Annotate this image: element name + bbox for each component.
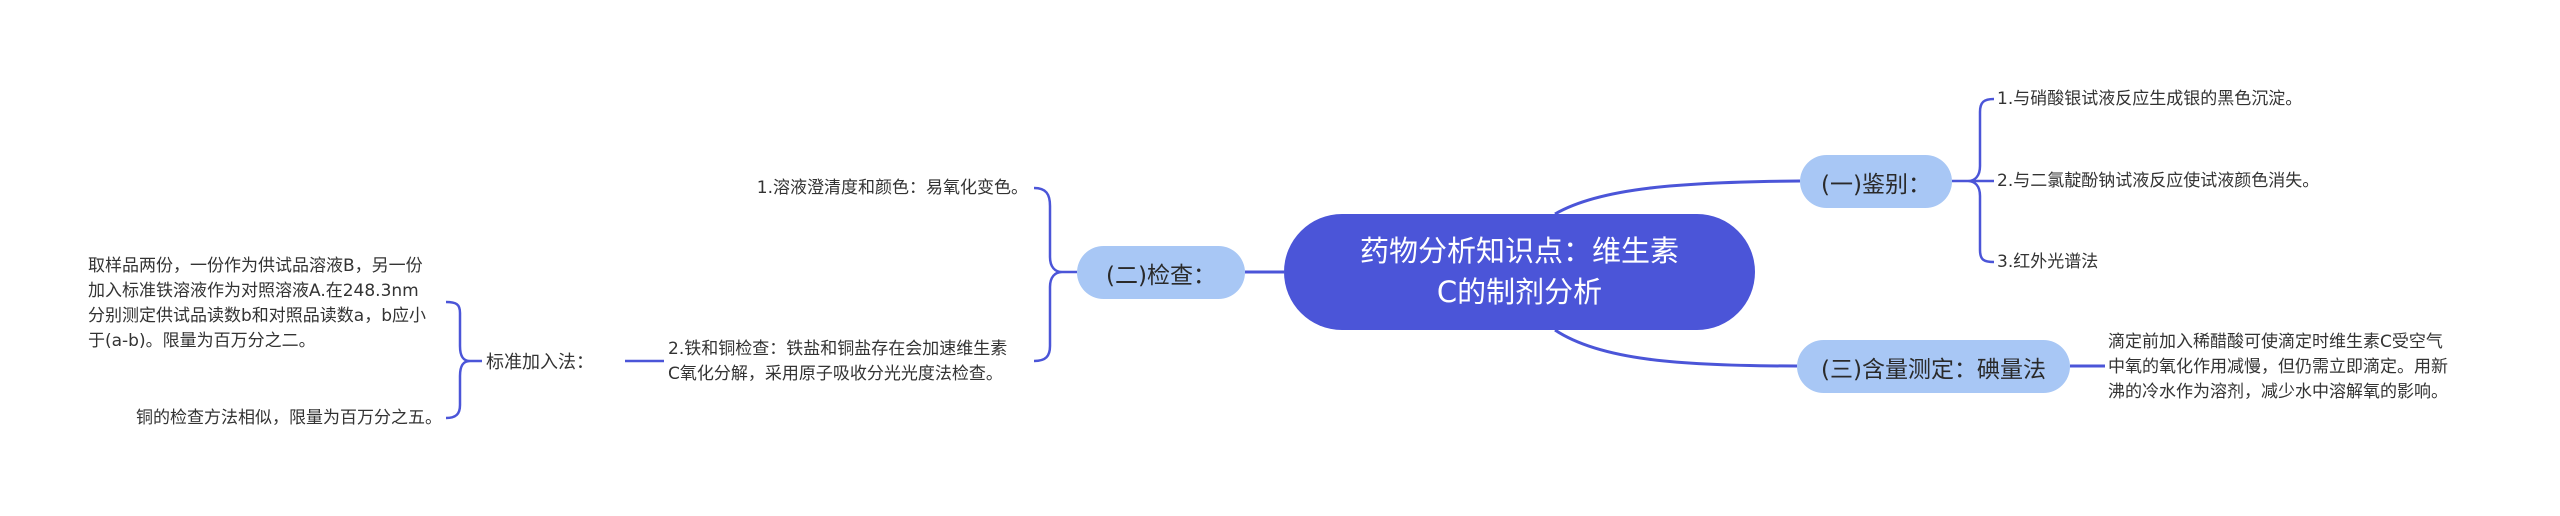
branch-content[interactable]: (三)含量测定：碘量法 — [1797, 340, 2070, 393]
bracket-method — [445, 300, 482, 420]
root-title-line1: 药物分析知识点：维生素 — [1359, 234, 1679, 268]
branch-identify[interactable]: (一)鉴别： — [1800, 155, 1952, 208]
check-item-2-line1: 2.铁和铜检查：铁盐和铜盐存在会加速维生素 — [668, 339, 1008, 359]
method-detail-1-line4: 于(a-b)。限量为百万分之二。 — [88, 331, 316, 351]
method-detail-2[interactable]: 铜的检查方法相似，限量为百万分之五。 — [136, 408, 442, 428]
method-standard-addition[interactable]: 标准加入法： — [486, 347, 621, 375]
check-item-2-line2: C氧化分解，采用原子吸收分光光度法检查。 — [668, 364, 1003, 384]
bracket-identify — [1952, 97, 1995, 264]
content-note[interactable]: 滴定前加入稀醋酸可使滴定时维生素C受空气 中氧的氧化作用减慢，但仍需立即滴定。用… — [2108, 330, 2508, 405]
branch-content-label: (三)含量测定：碘量法 — [1821, 356, 2046, 383]
method-label: 标准加入法： — [486, 352, 594, 373]
branch-check[interactable]: (二)检查： — [1077, 246, 1245, 299]
identify-item-3[interactable]: 3.红外光谱法 — [1997, 252, 2099, 272]
connector-root-identify — [1554, 179, 1801, 216]
check-item-1[interactable]: 1.溶液澄清度和颜色：易氧化变色。 — [756, 178, 1028, 198]
content-note-line3: 沸的冷水作为溶剂，减少水中溶解氧的影响。 — [2108, 382, 2448, 402]
content-note-line2: 中氧的氧化作用减慢，但仍需立即滴定。用新 — [2108, 357, 2448, 377]
method-detail-1[interactable]: 取样品两份，一份作为供试品溶液B，另一份 加入标准铁溶液作为对照溶液A.在248… — [88, 254, 458, 354]
method-detail-1-line2: 加入标准铁溶液作为对照溶液A.在248.3nm — [88, 281, 419, 301]
check-item-2[interactable]: 2.铁和铜检查：铁盐和铜盐存在会加速维生素 C氧化分解，采用原子吸收分光光度法检… — [668, 337, 1034, 387]
bracket-check — [1033, 186, 1077, 363]
identify-item-1[interactable]: 1.与硝酸银试液反应生成银的黑色沉淀。 — [1997, 89, 2303, 109]
branch-check-label: (二)检查： — [1106, 262, 1216, 289]
identify-item-2[interactable]: 2.与二氯靛酚钠试液反应使试液颜色消失。 — [1997, 171, 2320, 191]
method-detail-1-line3: 分别测定供试品读数b和对照品读数a，b应小 — [88, 306, 426, 326]
content-note-line1: 滴定前加入稀醋酸可使滴定时维生素C受空气 — [2108, 332, 2443, 352]
method-detail-1-line1: 取样品两份，一份作为供试品溶液B，另一份 — [88, 256, 423, 276]
connector-root-content — [1554, 328, 1798, 368]
branch-identify-label: (一)鉴别： — [1821, 171, 1931, 198]
root-title-line2: C的制剂分析 — [1436, 275, 1603, 309]
root-topic[interactable]: 药物分析知识点：维生素 C的制剂分析 — [1284, 214, 1755, 330]
